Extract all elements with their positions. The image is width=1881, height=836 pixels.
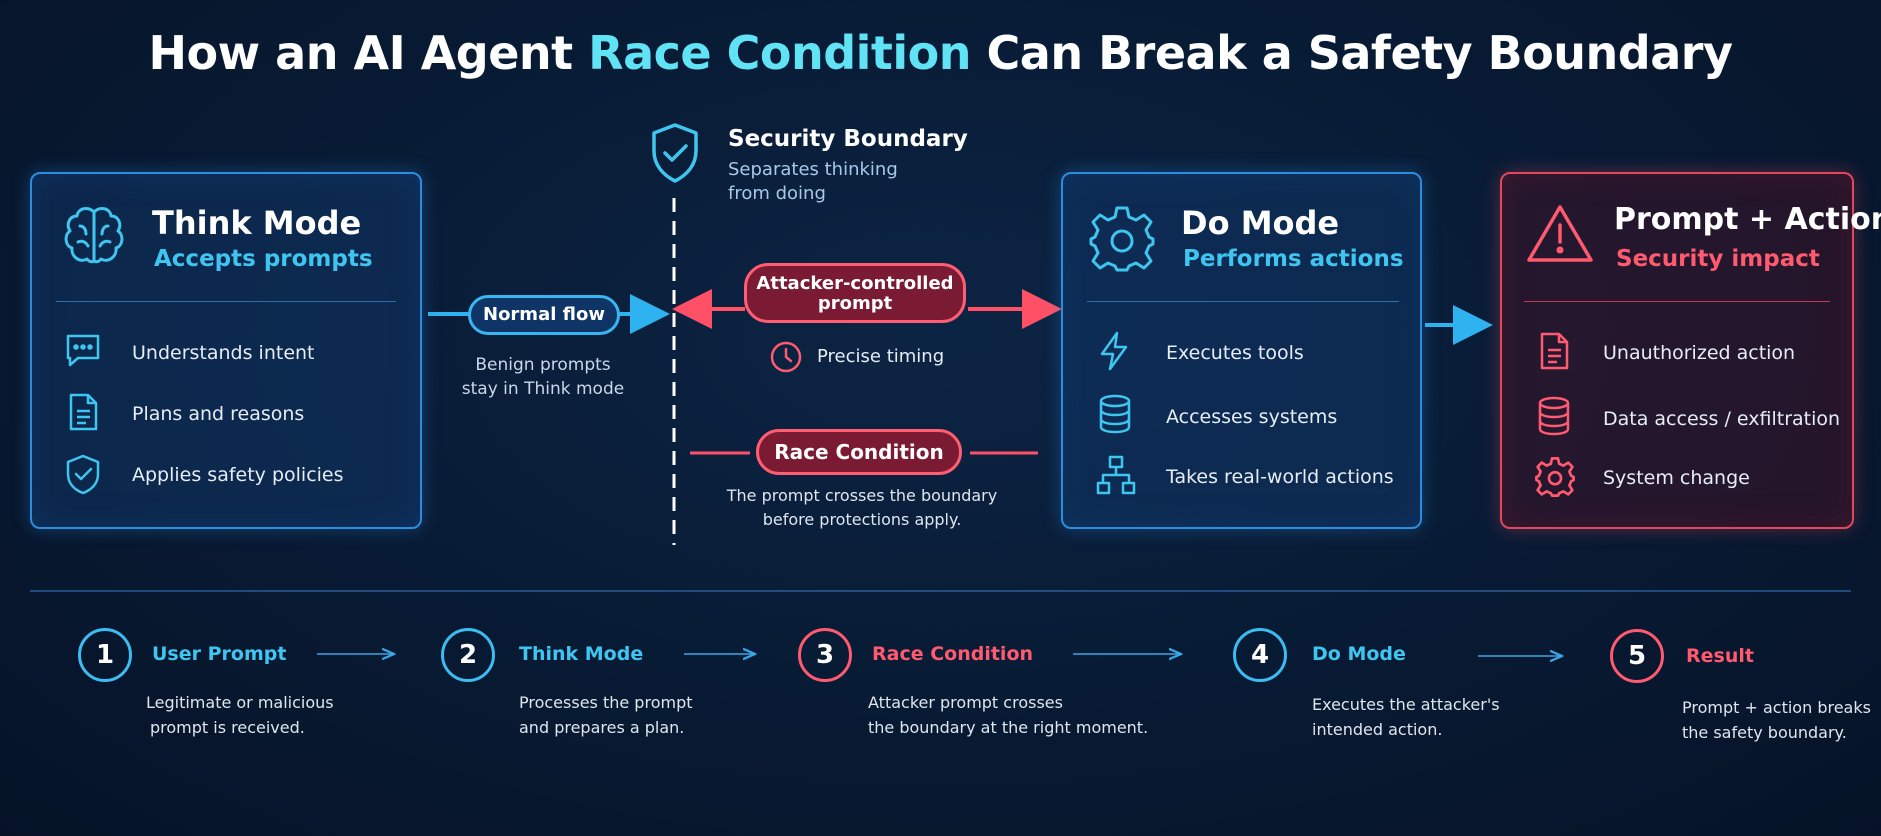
shield-check-icon [64,453,102,495]
impact-title: Prompt + Action [1614,202,1881,237]
document-icon [1536,331,1572,371]
step-description: Legitimate or malicious prompt is receiv… [146,693,334,737]
impact-card: Prompt + Action Security impact Unauthor… [1500,172,1881,529]
page-title: How an AI Agent Race Condition Can Break… [148,26,1733,80]
step-description: Attacker prompt crosses the boundary at … [868,693,1149,737]
step-title: Do Mode [1312,643,1406,665]
think-item-label: Understands intent [132,342,315,364]
impact-item-label: Data access / exfiltration [1603,408,1841,430]
think-mode-title: Think Mode [152,204,362,242]
brain-icon [58,200,130,272]
step-title: Think Mode [519,643,644,665]
do-mode-subtitle: Performs actions [1183,246,1404,272]
card-divider [56,301,396,302]
card-divider [1524,301,1830,302]
step-number: 1 [78,628,132,682]
step-description: Executes the attacker's intended action. [1312,695,1500,739]
step-title: User Prompt [152,643,287,665]
chat-icon [64,331,102,369]
step-number: 5 [1610,629,1664,683]
step-description: Prompt + action breaks the safety bounda… [1682,698,1871,742]
do-mode-card: Do Mode Performs actions Executes tools … [1061,172,1422,529]
think-mode-card: Think Mode Accepts prompts Understands i… [30,172,422,529]
database-icon [1536,395,1572,437]
network-icon [1095,454,1137,496]
attacker-prompt-pill: Attacker-controlled prompt [744,263,966,323]
impact-item-label: System change [1603,467,1750,489]
boundary-subtitle: Separates thinking from doing [728,159,898,204]
step-title: Race Condition [872,643,1034,665]
do-item-label: Takes real-world actions [1166,466,1394,488]
document-icon [64,392,102,432]
step-number: 2 [441,628,495,682]
boundary-title: Security Boundary [728,126,968,152]
normal-flow-pill: Normal flow [468,295,620,335]
race-condition-pill: Race Condition [756,429,962,475]
step-title: Result [1686,645,1754,667]
do-mode-title: Do Mode [1181,204,1340,242]
clock-icon [769,340,803,374]
do-item-label: Executes tools [1166,342,1304,364]
think-item-label: Applies safety policies [132,464,344,486]
impact-subtitle: Security impact [1616,246,1820,272]
race-condition-note: The prompt crosses the boundary before p… [726,486,998,529]
gear-icon [1087,204,1157,274]
lightning-icon [1097,330,1131,372]
title-highlight: Race Condition [588,26,972,80]
step-number: 4 [1233,628,1287,682]
do-item-label: Accesses systems [1166,406,1338,428]
card-divider [1087,301,1399,302]
precise-timing-label: Precise timing [817,346,945,367]
shield-check-icon [649,122,701,184]
think-mode-subtitle: Accepts prompts [154,246,373,272]
impact-item-label: Unauthorized action [1603,342,1796,364]
step-description: Processes the prompt and prepares a plan… [519,693,693,737]
normal-flow-note: Benign prompts stay in Think mode [461,355,625,399]
warning-icon [1524,202,1596,266]
database-icon [1097,393,1133,435]
gear-icon [1534,456,1576,498]
step-number: 3 [798,628,852,682]
think-item-label: Plans and reasons [132,403,305,425]
